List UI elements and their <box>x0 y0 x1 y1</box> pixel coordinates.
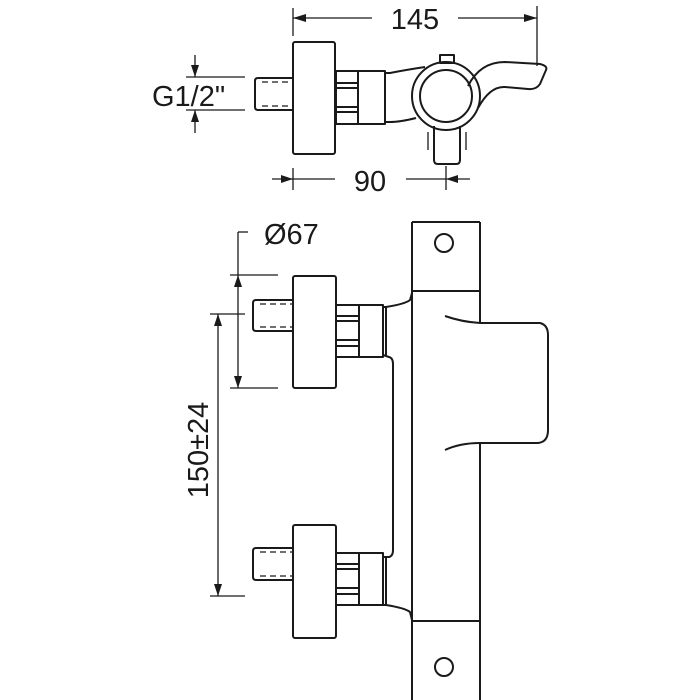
dimension-label-centres: 150±24 <box>183 402 215 499</box>
escutcheon <box>292 41 336 155</box>
dimension-label-diameter: Ø67 <box>264 219 319 251</box>
spout <box>444 315 549 451</box>
dimension-thread: G1/2" <box>152 55 245 133</box>
front-view: Ø67 150±24 <box>183 219 549 700</box>
dimension-diameter: Ø67 <box>230 219 319 389</box>
dimension-label-90: 90 <box>354 166 386 198</box>
dimension-145: 145 <box>292 4 538 66</box>
dimension-90: 90 <box>272 166 470 198</box>
dimension-label-thread: G1/2" <box>152 81 225 113</box>
side-view: 145 G1/2" <box>152 4 548 198</box>
dimension-centres: 150±24 <box>183 313 245 597</box>
dimension-label-145: 145 <box>391 4 439 36</box>
